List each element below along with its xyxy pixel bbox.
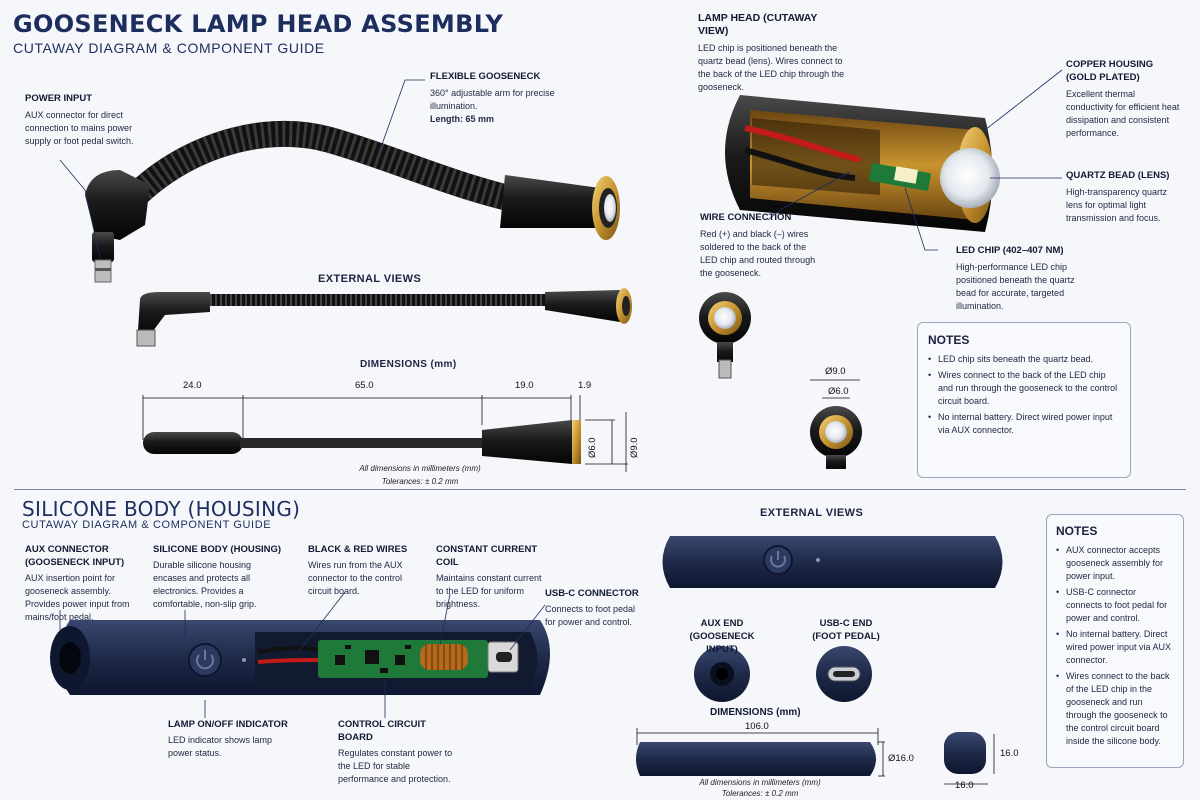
coil-label: CONSTANT CURRENT COIL [436, 544, 538, 568]
lamp-head-front-dim-view [810, 379, 862, 469]
led-chip-desc: High-performance LED chip positioned ben… [956, 262, 1075, 311]
body-dim-w: 16.0 [955, 780, 974, 791]
board-desc: Regulates constant power to the LED for … [338, 748, 453, 784]
gooseneck-dimension-view [142, 395, 628, 472]
wires-callout: BLACK & RED WIRES Wires run from the AUX… [308, 543, 423, 598]
aux-connector-callout: AUX CONNECTOR (GOOSENECK INPUT) AUX inse… [25, 543, 135, 624]
head-dim-9: Ø9.0 [825, 366, 846, 377]
dim-19: 19.0 [515, 380, 534, 391]
led-chip-label: LED CHIP (402–407 nm) [956, 245, 1064, 256]
body-dimension-shape [636, 742, 876, 776]
body-dim-dia: Ø16.0 [888, 753, 914, 764]
indicator-label: LAMP ON/OFF INDICATOR [168, 719, 288, 730]
section-divider [14, 489, 1186, 490]
gooseneck-desc: 360° adjustable arm for precise illumina… [430, 88, 555, 111]
silicone-body-callout: SILICONE BODY (HOUSING) Durable silicone… [153, 543, 283, 611]
bottom-leader-lines [59, 591, 546, 718]
page-title: GOOSENECK LAMP HEAD ASSEMBLY [13, 10, 504, 38]
usbc-label: USB-C CONNECTOR [545, 588, 639, 599]
body-note-item: AUX connector accepts gooseneck assembly… [1056, 544, 1174, 583]
wires-label: BLACK & RED WIRES [308, 544, 408, 555]
usbc-desc: Connects to foot pedal for power and con… [545, 604, 636, 627]
silicone-body-desc: Durable silicone housing encases and pro… [153, 560, 257, 609]
lamp-head-desc: LED chip is positioned beneath the quart… [698, 43, 845, 92]
body-dim-length: 106.0 [745, 721, 769, 732]
copper-housing-callout: COPPER HOUSING (GOLD PLATED) Excellent t… [1066, 58, 1181, 140]
wire-connection-label: WIRE CONNECTION [700, 212, 792, 223]
gooseneck-label: FLEXIBLE GOOSENECK [430, 71, 541, 82]
page-subtitle: CUTAWAY DIAGRAM & COMPONENT GUIDE [13, 40, 325, 56]
usbc-callout: USB-C CONNECTOR Connects to foot pedal f… [545, 587, 645, 629]
wire-connection-callout: WIRE CONNECTION Red (+) and black (–) wi… [700, 211, 825, 280]
board-label: CONTROL CIRCUIT BOARD [338, 719, 426, 743]
power-input-callout: POWER INPUT AUX connector for direct con… [25, 92, 145, 148]
top-note-item: No internal battery. Direct wired power … [928, 411, 1120, 437]
body-notes-title: NOTES [1056, 524, 1098, 538]
lamp-head-end-view [699, 292, 751, 379]
dim-65: 65.0 [355, 380, 374, 391]
body-external-view [662, 536, 1003, 588]
top-dim-note-2: Tolerances: ± 0.2 mm [381, 477, 459, 486]
quartz-bead-callout: QUARTZ BEAD (LENS) High-transparency qua… [1066, 169, 1181, 225]
gooseneck-external-view [136, 288, 632, 347]
aux-end-label: AUX END (GOOSENECK INPUT) [689, 618, 755, 655]
aux-end-view [694, 646, 750, 702]
lamp-head-cutaway [725, 95, 1000, 232]
power-input-label: POWER INPUT [25, 93, 93, 104]
body-notes-box: NOTES AUX connector accepts gooseneck as… [1046, 514, 1184, 768]
body-external-views-heading: EXTERNAL VIEWS [760, 507, 864, 519]
wire-connection-desc: Red (+) and black (–) wires soldered to … [700, 229, 816, 278]
lamp-head-label: LAMP HEAD (CUTAWAY VIEW) [698, 12, 818, 37]
silicone-body-cutaway [50, 620, 550, 695]
body-end-dimension-shape [944, 732, 986, 774]
dim-24: 24.0 [183, 380, 202, 391]
top-note-item: LED chip sits beneath the quartz bead. [928, 353, 1120, 366]
silicone-body-label: SILICONE BODY (HOUSING) [153, 544, 282, 555]
body-dim-note-2: Tolerances: ± 0.2 mm [721, 789, 799, 798]
dim-dia-6: Ø6.0 [587, 437, 598, 458]
usbc-end-view [816, 646, 872, 702]
body-note-item: Wires connect to the back of the LED chi… [1056, 670, 1174, 748]
body-note-item: USB-C connector connects to foot pedal f… [1056, 586, 1174, 625]
dim-1-9: 1.9 [578, 380, 592, 391]
wires-desc: Wires run from the AUX connector to the … [308, 560, 403, 596]
body-dimensions-heading: DIMENSIONS (mm) [710, 707, 801, 718]
power-input-desc: AUX connector for direct connection to m… [25, 110, 134, 146]
gooseneck-length: Length: 65 mm [430, 114, 495, 124]
aux-connector-desc: AUX insertion point for gooseneck assemb… [25, 573, 130, 622]
top-notes-box: NOTES LED chip sits beneath the quartz b… [917, 322, 1131, 478]
led-chip-callout: LED CHIP (402–407 nm) High-performance L… [956, 244, 1086, 313]
aux-connector-label: AUX CONNECTOR (GOOSENECK INPUT) [25, 544, 125, 568]
body-dim-note-1: All dimensions in millimeters (mm) [699, 778, 821, 787]
quartz-bead-label: QUARTZ BEAD (LENS) [1066, 170, 1170, 181]
top-notes-title: NOTES [928, 333, 970, 347]
body-dim-h: 16.0 [1000, 748, 1019, 759]
top-leader-lines [59, 69, 1063, 259]
coil-desc: Maintains constant current to the LED fo… [436, 573, 542, 609]
top-dimensions-heading: DIMENSIONS (mm) [360, 359, 457, 370]
quartz-bead-desc: High-transparency quartz lens for optima… [1066, 187, 1168, 223]
indicator-callout: LAMP ON/OFF INDICATOR LED indicator show… [168, 718, 288, 760]
body-dimension-view [636, 728, 995, 785]
dim-dia-9: Ø9.0 [629, 437, 640, 458]
top-external-views-heading: EXTERNAL VIEWS [318, 273, 422, 285]
body-note-item: No internal battery. Direct wired power … [1056, 628, 1174, 667]
head-dim-6: Ø6.0 [828, 386, 849, 397]
top-dim-note-1: All dimensions in millimeters (mm) [359, 464, 481, 473]
board-callout: CONTROL CIRCUIT BOARD Regulates constant… [338, 718, 463, 786]
usbc-end-label: USB-C END (FOOT PEDAL) [812, 618, 880, 642]
body-subtitle: CUTAWAY DIAGRAM & COMPONENT GUIDE [22, 519, 272, 531]
gooseneck-callout: FLEXIBLE GOOSENECK 360° adjustable arm f… [430, 70, 560, 126]
copper-housing-label: COPPER HOUSING (GOLD PLATED) [1066, 59, 1154, 83]
gooseneck-main-view [85, 120, 620, 283]
indicator-desc: LED indicator shows lamp power status. [168, 735, 273, 758]
copper-housing-desc: Excellent thermal conductivity for effic… [1066, 89, 1180, 138]
top-note-item: Wires connect to the back of the LED chi… [928, 369, 1120, 408]
coil-callout: CONSTANT CURRENT COIL Maintains constant… [436, 543, 551, 611]
lamp-head-callout: LAMP HEAD (CUTAWAY VIEW) LED chip is pos… [698, 12, 848, 94]
gooseneck-dimension-shape [143, 420, 581, 464]
body-title: SILICONE BODY (HOUSING) [22, 497, 301, 521]
